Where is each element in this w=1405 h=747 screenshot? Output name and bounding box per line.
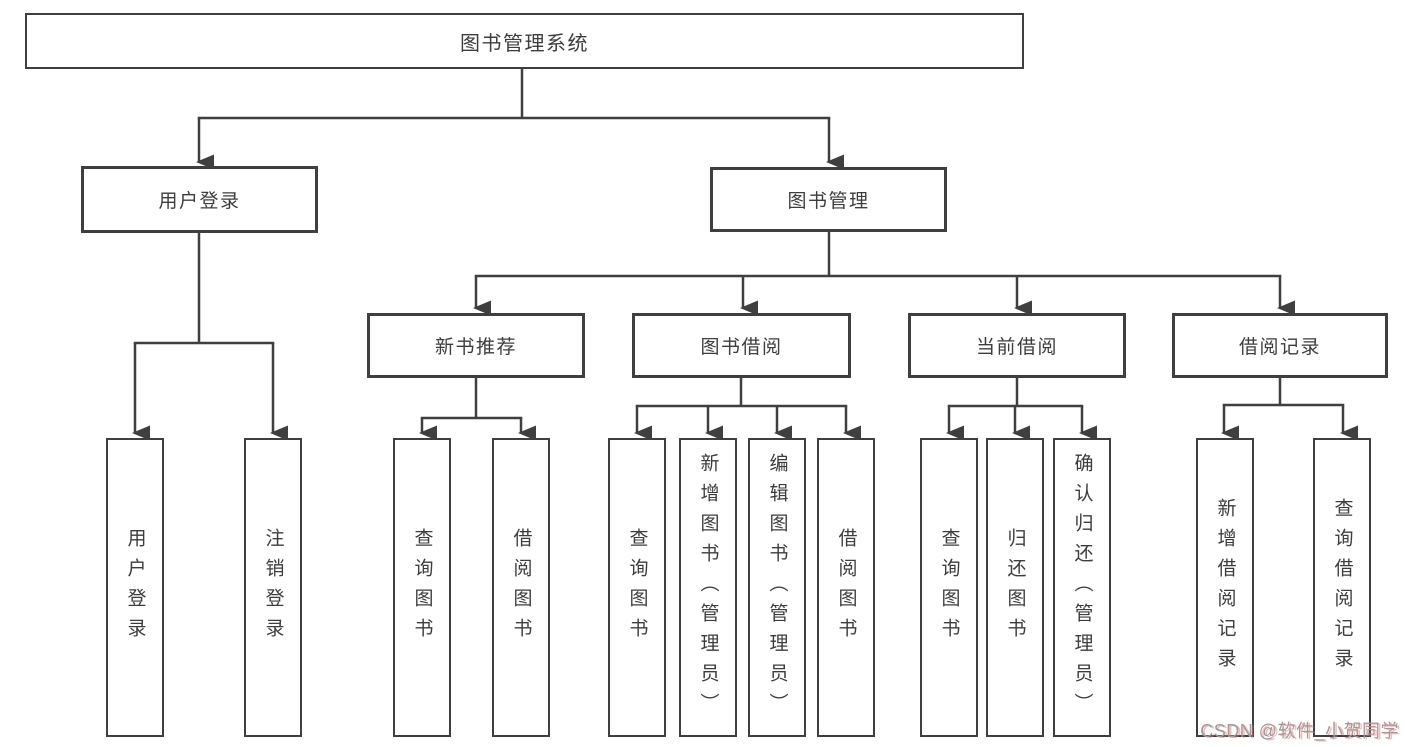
node-leaf-logout: 注销登录 [244, 438, 302, 737]
node-leaf-add-books-admin: 新增图书（管理员） [679, 438, 737, 737]
node-label: 注销登录 [262, 527, 284, 648]
node-label: 用户登录 [158, 191, 241, 212]
node-branch-new-book-recommend: 新书推荐 [367, 313, 585, 378]
node-leaf-add-borrow-record: 新增借阅记录 [1196, 438, 1254, 737]
node-label: 归还图书 [1004, 527, 1026, 648]
node-label: 借阅图书 [835, 527, 857, 648]
node-label: 图书管理系统 [460, 32, 589, 55]
node-leaf-borrow-books: 借阅图书 [817, 438, 875, 737]
node-label: 新增借阅记录 [1214, 497, 1236, 678]
node-branch-book-management: 图书管理 [710, 167, 947, 232]
node-leaf-query-books-current: 查询图书 [920, 438, 978, 737]
node-leaf-edit-books-admin: 编辑图书（管理员） [748, 438, 806, 737]
csdn-watermark: CSDN @软件_小贺同学 [1200, 721, 1399, 741]
node-leaf-query-books-recommend: 查询图书 [393, 438, 451, 737]
node-label: 新增图书（管理员） [697, 452, 719, 723]
node-leaf-query-books-borrowing: 查询图书 [608, 438, 666, 737]
node-root: 图书管理系统 [25, 13, 1024, 69]
node-label: 查询图书 [411, 527, 433, 648]
node-label: 查询图书 [626, 527, 648, 648]
node-branch-current-borrowing: 当前借阅 [908, 313, 1126, 378]
node-leaf-return-books: 归还图书 [986, 438, 1044, 737]
node-branch-user-login: 用户登录 [81, 166, 318, 233]
node-leaf-confirm-return-admin: 确认归还（管理员） [1053, 438, 1111, 737]
node-label: 当前借阅 [975, 337, 1058, 358]
node-label: 借阅图书 [510, 527, 532, 648]
node-label: 查询借阅记录 [1331, 497, 1353, 678]
node-leaf-query-borrow-record: 查询借阅记录 [1313, 438, 1371, 737]
node-leaf-borrow-books-recommend: 借阅图书 [492, 438, 550, 737]
node-label: 新书推荐 [434, 337, 517, 358]
node-label: 确认归还（管理员） [1071, 452, 1093, 723]
node-label: 图书借阅 [700, 337, 783, 358]
node-label: 查询图书 [938, 527, 960, 648]
node-label: 借阅记录 [1238, 337, 1321, 358]
node-leaf-user-login: 用户登录 [106, 438, 164, 737]
node-branch-book-borrowing: 图书借阅 [632, 313, 851, 378]
node-label: 图书管理 [787, 191, 870, 212]
node-label: 编辑图书（管理员） [766, 452, 788, 723]
node-branch-borrowing-records: 借阅记录 [1172, 313, 1388, 378]
node-label: 用户登录 [124, 527, 146, 648]
